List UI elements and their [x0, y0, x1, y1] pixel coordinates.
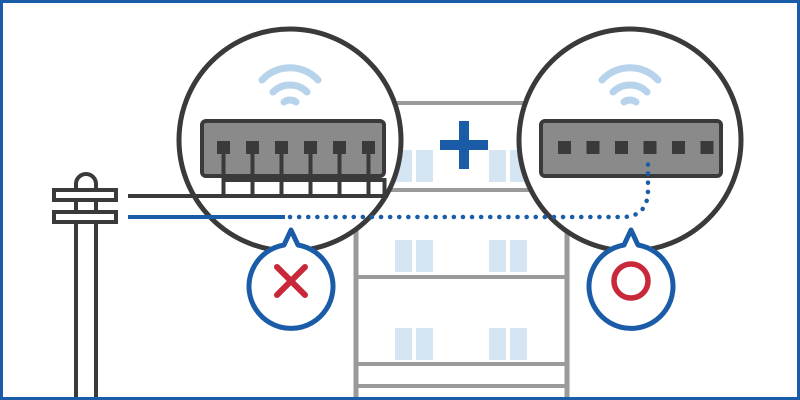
dotted-blue-cable [287, 157, 651, 220]
wifi-icon [598, 64, 662, 106]
router-port [275, 141, 288, 154]
cross-icon [274, 264, 308, 298]
building-windows [395, 150, 527, 360]
router-ports [558, 141, 714, 154]
router-port [643, 141, 657, 154]
router-port [615, 141, 628, 154]
router-port [558, 141, 571, 154]
utility-pole [52, 172, 118, 400]
incorrect-callout [246, 227, 336, 331]
router-port [304, 141, 317, 154]
router-port [246, 141, 259, 154]
cable-bundle [223, 178, 387, 194]
router-body [539, 119, 723, 178]
router-port [362, 141, 375, 154]
router-port [217, 141, 230, 154]
wifi-icon [258, 64, 322, 106]
circle-check-icon [611, 261, 651, 301]
correct-callout [586, 227, 676, 331]
router-port [333, 141, 346, 154]
router-ports [217, 141, 375, 154]
port-cables [221, 154, 387, 194]
router-port [700, 141, 714, 154]
right-zoom-circle [516, 26, 744, 254]
router-port [672, 141, 685, 154]
plus-icon [440, 121, 488, 169]
router-port [586, 141, 600, 154]
